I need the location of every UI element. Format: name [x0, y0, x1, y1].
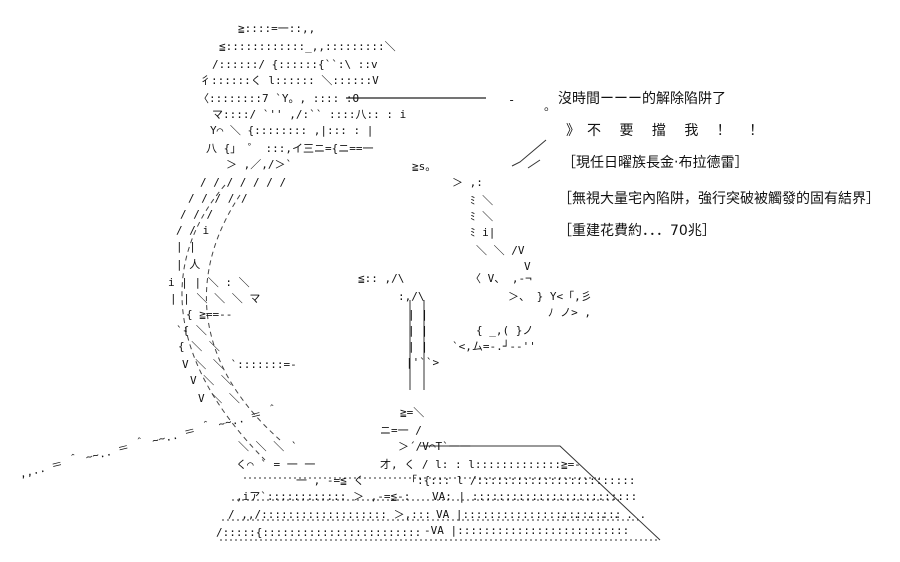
art-line: ≧::::=一::,, — [238, 22, 316, 35]
art-line: / / / — [180, 208, 214, 221]
art-line: 彳::::::く l:::::: ＼::::::V — [200, 74, 379, 87]
art-line: ニ=一 / — [380, 424, 422, 437]
floor-platform — [220, 445, 661, 541]
art-line: 八 {」 ゜ :::,イ三ニ={ニ==一 — [206, 142, 374, 155]
art-line: i | | ＼ : ＼ — [168, 276, 250, 289]
art-line: VA: | ::::::::::::::::::::::::: — [432, 490, 638, 503]
art-line: ≦:: ,/\ — [358, 272, 405, 285]
art-line: :,/\ — [398, 290, 425, 303]
art-line: ≦::::::::::::_,,:::::::::＼ — [219, 40, 396, 53]
art-line: | | — [176, 240, 196, 253]
art-line: { ＼ ＼ — [178, 340, 220, 353]
art-line: V ＼ ＼ — [190, 374, 232, 387]
art-line: ﾐ i| — [470, 226, 496, 239]
dot: - — [508, 93, 515, 107]
art-line: ﾐ ＼ — [470, 194, 494, 207]
caption-line-2: 》不 要 擋 我 ！ ！ — [566, 123, 771, 139]
art-line: | | ＼ ＼ ＼ マ — [170, 292, 261, 305]
art-line: . . . . . . . — [560, 508, 647, 521]
art-line: `<,ム=-.┘-‐'' — [452, 340, 536, 353]
caption-line-5: ［重建花費約．．．70兆］ — [558, 223, 716, 239]
pole — [409, 300, 425, 390]
art-line: / / / / / — [188, 192, 248, 205]
art-line: ＞、 } Y<「,彡 — [508, 290, 592, 303]
art-line: ﾉ ノ> , — [548, 306, 591, 319]
caption-line-4: ［無視大量宅內陷阱，強行突破被觸發的固有結界］ — [558, 191, 880, 207]
art-line: VA |:::::::::::::::::::::::: — [436, 508, 622, 521]
art-line: V ＼ ＼ `:::::::=- — [182, 358, 297, 371]
art-line: 「:{::: l /:::::::::::::::::::::::: — [406, 474, 636, 487]
art-line: | | — [408, 324, 428, 337]
art-line: ,iア`:::::::::::: ＞ ,‐=≦‐: — [236, 490, 411, 503]
dot: 。 — [544, 99, 556, 113]
art-line: 〈 V、 ,‐¬ — [470, 272, 532, 285]
art-line: 一 , ‐=≦ く — [296, 474, 365, 487]
art-line: ＞ ,／,/＞` — [226, 158, 293, 171]
art-line: Y⌒ ＼ {:::::::: ,|::: : | — [210, 124, 374, 137]
art-line: / / / / / / / — [200, 176, 287, 189]
art-line: -VA |:::::::::::::::::::::::::: — [424, 524, 630, 537]
art-line: /::::::/ {::::::{``:\ ::v — [212, 58, 378, 71]
art-line: ﾐ ＼ — [470, 210, 494, 223]
art-line: | | — [408, 340, 428, 353]
art-line: { ≧==‐‐ — [186, 308, 233, 321]
art-line: |'``> — [406, 356, 440, 369]
art-line: / ,,/::::::::::::::::::: ＞,::: — [228, 508, 432, 521]
art-line: ≧s。 — [412, 160, 437, 173]
caption-line-3: ［現任日曜族長金‧布拉德雷］ — [562, 155, 749, 171]
art-line: V — [524, 260, 531, 273]
art-line: | 人 — [176, 258, 201, 271]
art-line: ＞´/V⌒T`一一 — [398, 440, 471, 453]
art-line: /:::::{:::::::::::::::::::::::: — [216, 526, 422, 539]
art-line: | | — [408, 308, 428, 321]
art-line: 才, く / l: : l:::::::::::::≧=- — [380, 458, 581, 471]
art-line: ≧=＼ — [400, 406, 425, 419]
art-line: く⌒ ` = 一 一 — [236, 458, 316, 471]
speech-dots: - 。 — [508, 93, 556, 113]
art-line: ＼ ＼ /V — [476, 244, 525, 257]
art-line: ＼ ＼ ＼ ` — [238, 440, 298, 453]
art-line: V ＼ ＼ — [198, 392, 240, 405]
art-line: ＞ ,: — [452, 176, 483, 189]
speech-tail — [511, 139, 547, 169]
art-line: マ::::/ `'' ,/:`` ::::八:: : i — [212, 108, 407, 121]
motion-arcs — [181, 184, 281, 461]
art-line: { _,( }ノ — [476, 324, 534, 337]
art-line: 〈::::::::7 `Y。, :::: :O — [198, 92, 360, 105]
art-line: `{ ＼ — [176, 324, 207, 337]
caption-line-1: 沒時間ーーー的解除陷阱了 — [558, 91, 726, 107]
art-line: / / i — [176, 224, 210, 237]
